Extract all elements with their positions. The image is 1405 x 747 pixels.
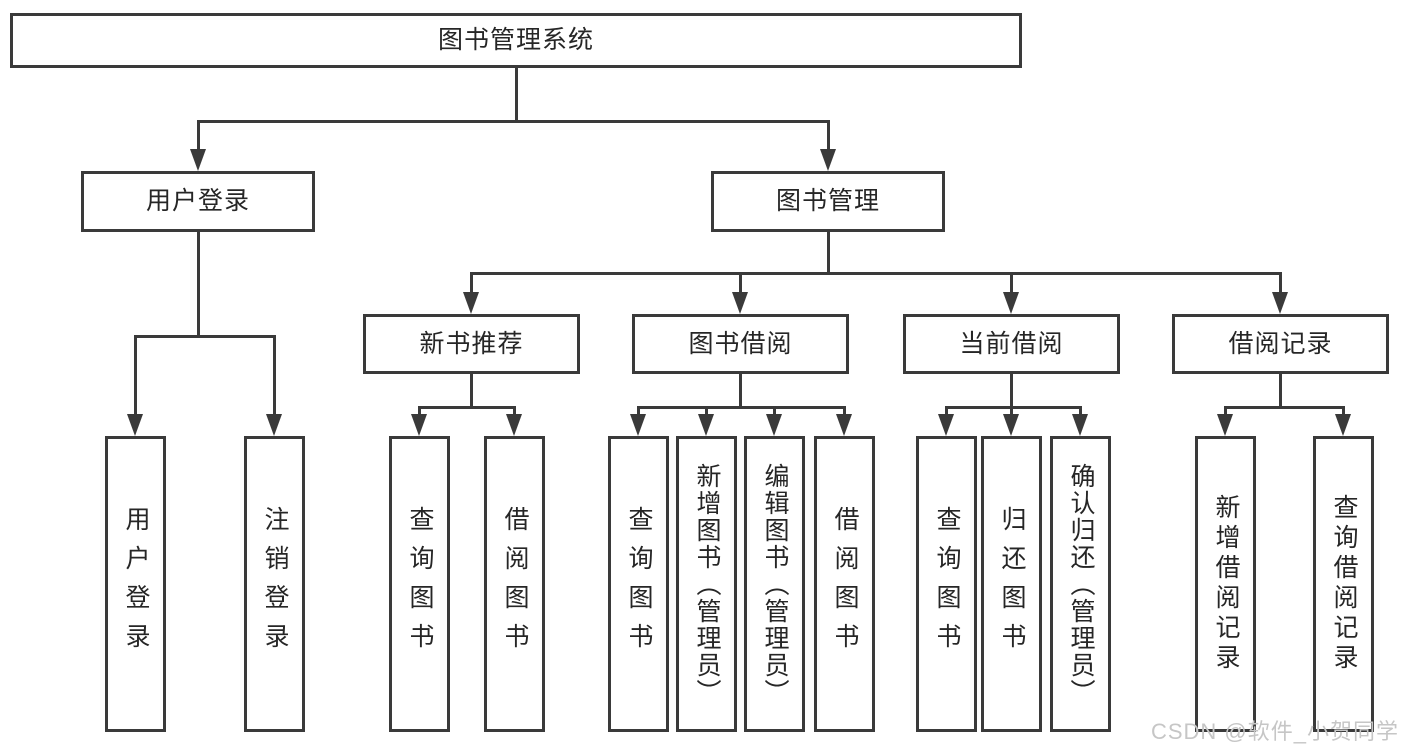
node-leaf-return-book: 归还图书 [981, 436, 1042, 732]
node-root: 图书管理系统 [10, 13, 1022, 68]
node-current-borrow-label: 当前借阅 [959, 329, 1064, 358]
connector-stem [1010, 374, 1013, 409]
connector-stem [470, 374, 473, 409]
arrowhead-down-icon [630, 414, 646, 436]
node-borrow-records-label: 借阅记录 [1228, 329, 1333, 358]
node-leaf-add-book-admin-label: 新增图书（管理员） [693, 462, 721, 706]
node-leaf-add-borrow-record: 新增借阅记录 [1195, 436, 1256, 732]
arrowhead-down-icon [190, 149, 206, 171]
node-leaf-return-book-label: 归还图书 [998, 506, 1026, 662]
node-leaf-logout: 注销登录 [244, 436, 305, 732]
connector-drop [1010, 272, 1013, 294]
node-book-management-label: 图书管理 [775, 187, 880, 215]
arrowhead-down-icon [1003, 292, 1019, 314]
node-borrow-records: 借阅记录 [1172, 314, 1389, 374]
arrowhead-down-icon [411, 414, 427, 436]
node-user-login: 用户登录 [81, 171, 315, 232]
connector-drop [470, 272, 473, 294]
connector-drop [197, 120, 200, 151]
node-leaf-add-book-admin: 新增图书（管理员） [676, 436, 737, 732]
node-user-login-label: 用户登录 [145, 187, 250, 215]
arrowhead-down-icon [1217, 414, 1233, 436]
arrowhead-down-icon [698, 414, 714, 436]
node-current-borrow: 当前借阅 [903, 314, 1120, 374]
arrowhead-down-icon [836, 414, 852, 436]
node-new-book-recommend: 新书推荐 [363, 314, 580, 374]
node-leaf-query-books-1: 查询图书 [389, 436, 450, 732]
connector-stem [1279, 374, 1282, 409]
arrowhead-down-icon [1072, 414, 1088, 436]
node-leaf-query-books-3: 查询图书 [916, 436, 977, 732]
node-leaf-confirm-return-admin: 确认归还（管理员） [1050, 436, 1111, 732]
connector-drop [739, 272, 742, 294]
node-leaf-user-login-label: 用户登录 [122, 506, 150, 662]
arrowhead-down-icon [1003, 414, 1019, 436]
connector-drop [513, 406, 516, 416]
connector-rail [470, 272, 1282, 275]
arrowhead-down-icon [506, 414, 522, 436]
arrowhead-down-icon [266, 414, 282, 436]
connector-drop [637, 406, 640, 416]
arrowhead-down-icon [1335, 414, 1351, 436]
connector-rail [197, 120, 830, 123]
arrowhead-down-icon [127, 414, 143, 436]
connector-drop [773, 406, 776, 416]
node-leaf-query-books-2: 查询图书 [608, 436, 669, 732]
node-book-borrow: 图书借阅 [632, 314, 849, 374]
node-leaf-borrow-books-1-label: 借阅图书 [501, 506, 529, 662]
connector-rail [418, 406, 516, 409]
node-leaf-logout-label: 注销登录 [261, 506, 289, 662]
connector-stem [515, 68, 518, 123]
connector-drop [827, 120, 830, 151]
arrowhead-down-icon [1272, 292, 1288, 314]
connector-drop [705, 406, 708, 416]
node-leaf-query-borrow-record: 查询借阅记录 [1313, 436, 1374, 732]
connector-drop [1224, 406, 1227, 416]
node-leaf-borrow-books-2-label: 借阅图书 [831, 506, 859, 662]
connector-stem [739, 374, 742, 409]
connector-drop [1079, 406, 1082, 416]
node-leaf-query-books-2-label: 查询图书 [625, 506, 653, 662]
connector-drop [945, 406, 948, 416]
arrowhead-down-icon [820, 149, 836, 171]
node-leaf-confirm-return-admin-label: 确认归还（管理员） [1067, 462, 1095, 706]
node-book-borrow-label: 图书借阅 [688, 329, 793, 358]
node-leaf-query-books-1-label: 查询图书 [406, 506, 434, 662]
arrowhead-down-icon [732, 292, 748, 314]
connector-rail [1224, 406, 1345, 409]
node-leaf-borrow-books-1: 借阅图书 [484, 436, 545, 732]
connector-stem [197, 232, 200, 338]
arrowhead-down-icon [766, 414, 782, 436]
node-leaf-borrow-books-2: 借阅图书 [814, 436, 875, 732]
node-new-book-recommend-label: 新书推荐 [419, 329, 524, 358]
connector-drop [273, 335, 276, 416]
arrowhead-down-icon [938, 414, 954, 436]
connector-drop [134, 335, 137, 416]
node-leaf-edit-book-admin-label: 编辑图书（管理员） [761, 462, 789, 706]
connector-rail [637, 406, 846, 409]
node-leaf-add-borrow-record-label: 新增借阅记录 [1212, 494, 1240, 674]
watermark: CSDN @软件_小贺同学 [1150, 719, 1399, 744]
node-leaf-query-borrow-record-label: 查询借阅记录 [1330, 494, 1358, 674]
connector-drop [1010, 406, 1013, 416]
connector-rail [945, 406, 1082, 409]
node-root-label: 图书管理系统 [437, 26, 594, 54]
node-leaf-edit-book-admin: 编辑图书（管理员） [744, 436, 805, 732]
arrowhead-down-icon [463, 292, 479, 314]
connector-drop [1342, 406, 1345, 416]
node-book-management: 图书管理 [711, 171, 945, 232]
connector-stem [827, 232, 830, 275]
connector-drop [418, 406, 421, 416]
connector-rail [134, 335, 276, 338]
connector-drop [843, 406, 846, 416]
node-leaf-user-login: 用户登录 [105, 436, 166, 732]
node-leaf-query-books-3-label: 查询图书 [933, 506, 961, 662]
connector-drop [1279, 272, 1282, 294]
